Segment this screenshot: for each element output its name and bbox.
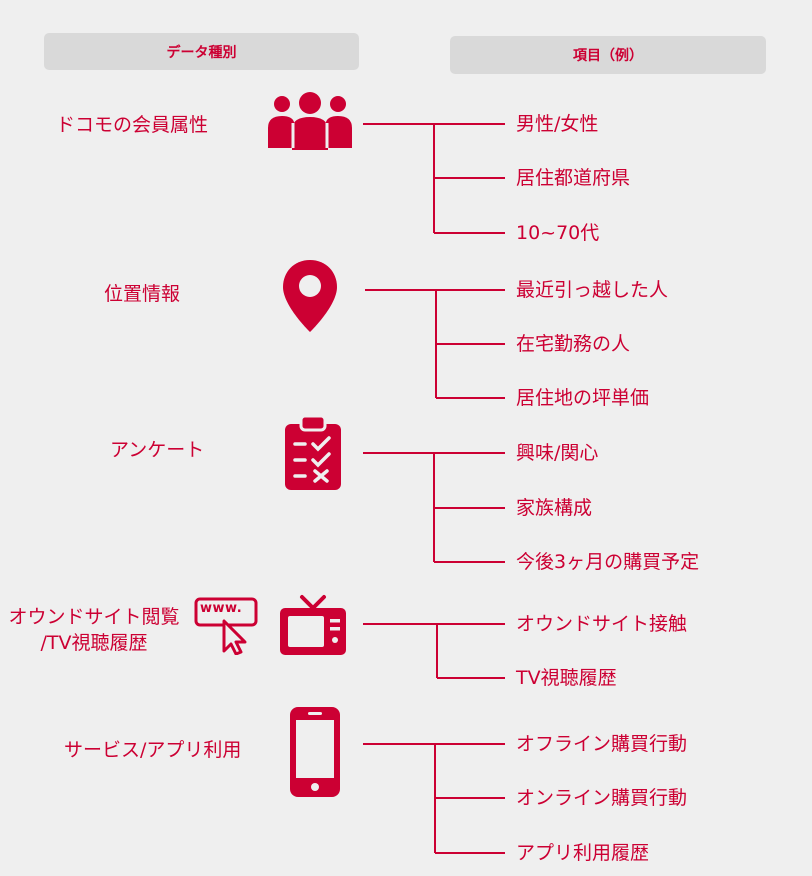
item-interests: 興味/関心 — [516, 442, 599, 464]
header-data-type: データ種別 — [44, 33, 359, 70]
item-purchase-plan: 今後3ヶ月の購買予定 — [516, 551, 700, 573]
category-survey: アンケート — [110, 439, 205, 461]
item-app-usage-history: アプリ利用履歴 — [516, 842, 650, 864]
people-icon — [268, 92, 352, 150]
tv-icon — [280, 595, 346, 655]
item-gender: 男性/女性 — [516, 113, 599, 135]
item-owned-site-contact: オウンドサイト接触 — [516, 613, 688, 635]
item-family-structure: 家族構成 — [516, 497, 593, 519]
location-pin-icon — [283, 260, 337, 332]
item-offline-purchase: オフライン購買行動 — [516, 733, 688, 755]
category-service-app: サービス/アプリ利用 — [64, 739, 242, 761]
category-owned-site-line2: /TV視聴履歴 — [40, 632, 148, 654]
item-recently-moved: 最近引っ越した人 — [516, 279, 669, 301]
www-text: www. — [200, 601, 243, 616]
item-age-range: 10~70代 — [516, 222, 600, 244]
category-owned-site-tv: オウンドサイト閲覧 /TV視聴履歴 — [8, 604, 180, 656]
header-items-example: 項目（例） — [450, 36, 766, 74]
connector-group-1 — [363, 123, 505, 234]
item-online-purchase: オンライン購買行動 — [516, 787, 688, 809]
item-tv-history: TV視聴履歴 — [516, 667, 617, 689]
category-owned-site-line1: オウンドサイト閲覧 — [8, 606, 180, 628]
www-cursor-icon — [194, 597, 258, 655]
category-location: 位置情報 — [104, 283, 181, 305]
category-member-attributes: ドコモの会員属性 — [56, 114, 209, 136]
item-land-price: 居住地の坪単価 — [516, 387, 650, 409]
item-prefecture: 居住都道府県 — [516, 167, 631, 189]
item-remote-worker: 在宅勤務の人 — [516, 333, 631, 355]
connector-group-3 — [363, 452, 505, 563]
connector-group-5 — [363, 743, 505, 854]
smartphone-icon — [290, 707, 340, 797]
connector-group-2 — [365, 289, 505, 399]
connector-group-4 — [363, 623, 505, 679]
clipboard-checklist-icon — [285, 414, 341, 490]
